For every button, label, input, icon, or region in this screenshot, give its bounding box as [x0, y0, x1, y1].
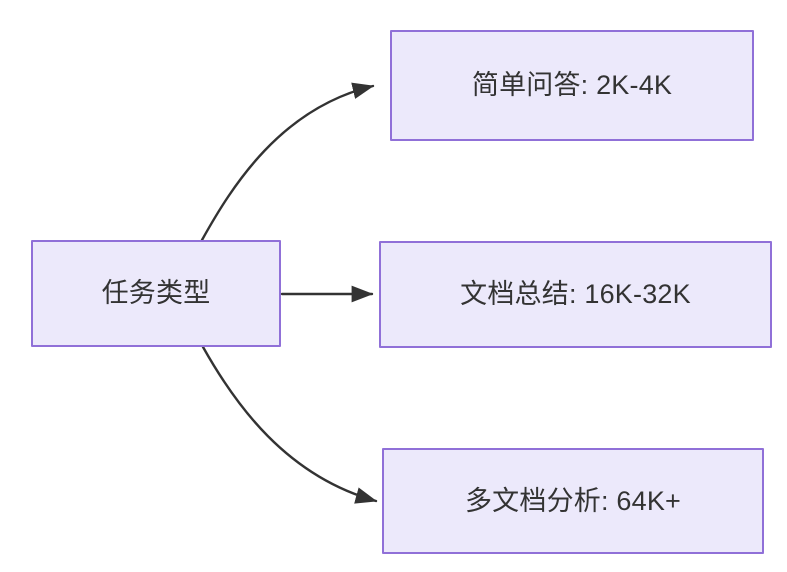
edge-root-to-multi-doc [201, 345, 378, 504]
node-multi-doc[interactable]: 多文档分析: 64K+ [382, 448, 764, 554]
edge-root-to-simple-qa [200, 82, 375, 242]
node-doc-summary-label: 文档总结: 16K-32K [460, 279, 691, 310]
node-simple-qa-label: 简单问答: 2K-4K [471, 70, 673, 101]
node-task-type[interactable]: 任务类型 [31, 240, 281, 347]
node-simple-qa[interactable]: 简单问答: 2K-4K [390, 30, 754, 141]
node-multi-doc-label: 多文档分析: 64K+ [464, 485, 681, 516]
node-task-type-label: 任务类型 [101, 278, 211, 309]
node-doc-summary[interactable]: 文档总结: 16K-32K [379, 241, 772, 348]
